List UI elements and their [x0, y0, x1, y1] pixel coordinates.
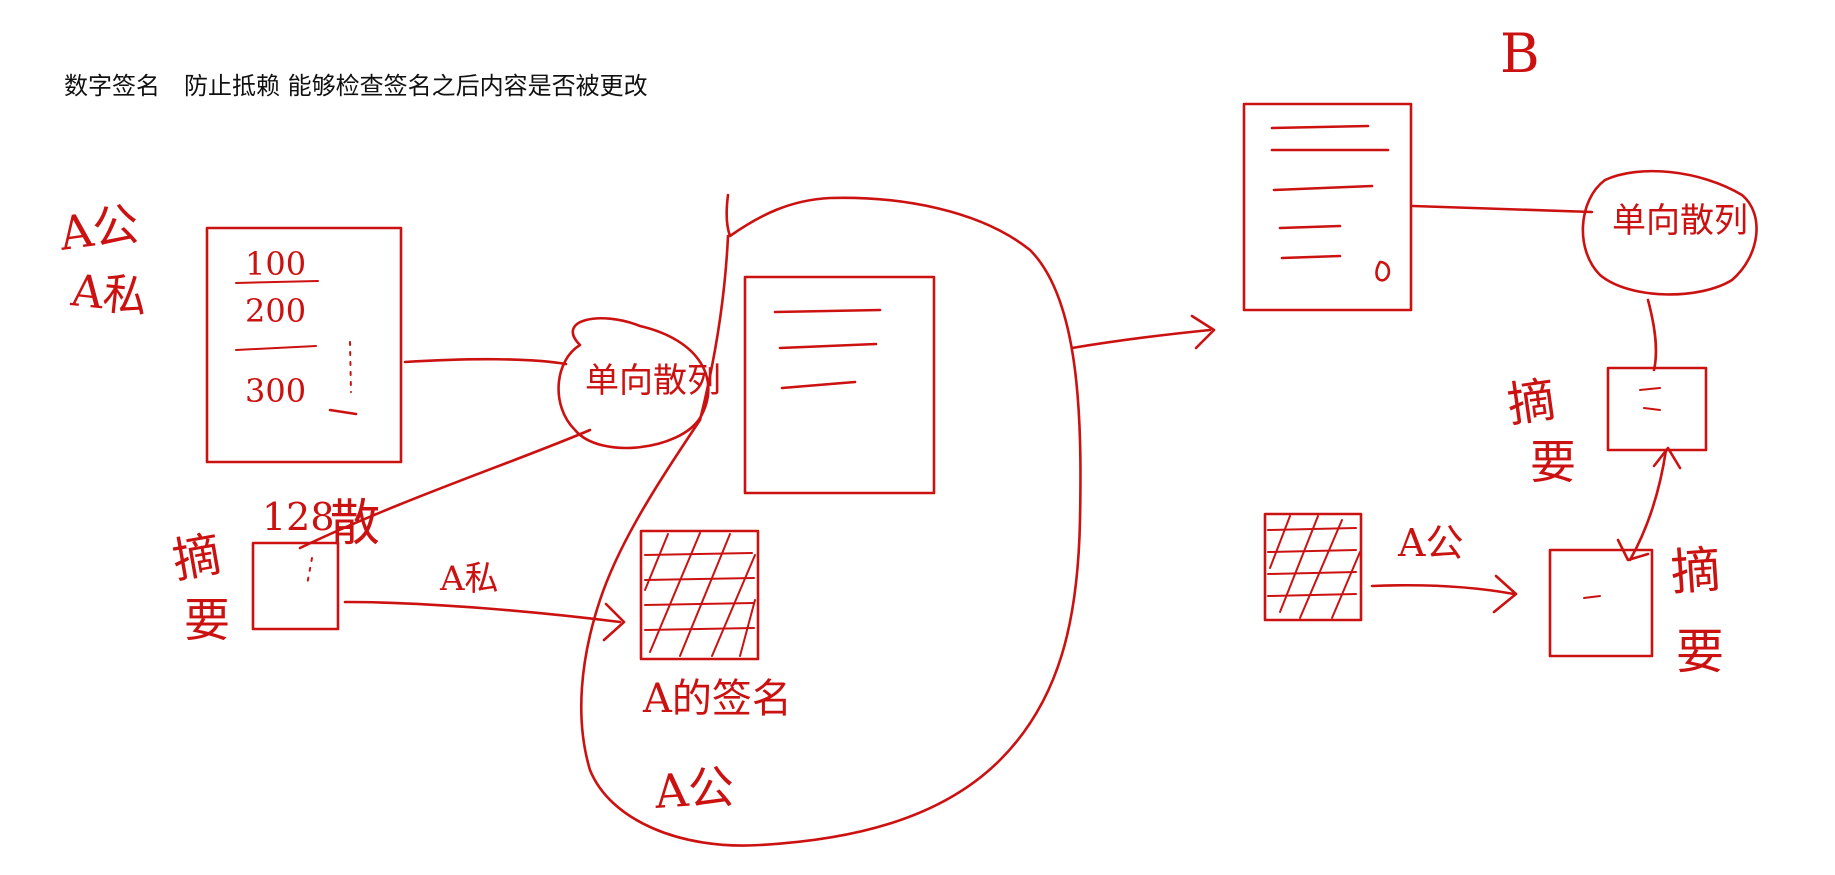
digest-right-top-label-2: 要 [1530, 435, 1576, 489]
a-public-arrowhead [1492, 574, 1518, 614]
digest-box-right-top [1606, 366, 1708, 452]
heading-text: 数字签名 防止抵赖 能够检查签名之后内容是否被更改 [64, 72, 648, 100]
a-private-arrowhead [602, 602, 626, 642]
hash-to-digest-line [298, 428, 592, 550]
received-doc-to-hash-line [1411, 204, 1594, 214]
doc-dot-mark [328, 408, 358, 416]
a-signature-label: A的签名 [642, 676, 792, 722]
signature-box-right-hatching [1267, 515, 1361, 619]
document-copy-box [743, 275, 936, 495]
digest-label-left-1: 摘 [168, 526, 225, 589]
doc-value-2: 200 [245, 292, 306, 330]
a-public-key-bottom-label: A公 [652, 760, 736, 819]
a-public-key-top-label: A公 [55, 196, 142, 261]
digest-label-left-2: 要 [184, 593, 230, 647]
hash-bits-label: 128 [262, 495, 335, 539]
hash-label-right: 单向散列 [1612, 201, 1748, 241]
signature-box [639, 529, 760, 661]
a-public-arrow [1370, 583, 1516, 596]
a-private-arrow [343, 600, 622, 624]
received-doc-line-5 [1280, 254, 1342, 260]
doc-underline-1 [235, 280, 319, 284]
doc-dots [349, 341, 352, 393]
received-doc-line-4 [1278, 224, 1342, 230]
compare-arrow [1628, 448, 1668, 562]
hash-to-digest-right-line [1646, 298, 1658, 372]
digest-box-right-top-mark [1639, 387, 1661, 411]
received-document-box [1242, 102, 1413, 312]
signed-package-blob [580, 193, 1082, 847]
b-party-label: B [1500, 22, 1540, 85]
send-arrowhead [1190, 314, 1216, 350]
received-doc-blot [1375, 260, 1391, 282]
doc-value-1: 100 [245, 245, 306, 283]
signature-hatching [644, 532, 756, 657]
digest-box-right-bottom [1548, 548, 1654, 658]
signature-box-right [1263, 512, 1363, 622]
digest-box-left [251, 541, 340, 631]
a-private-arrow-label: A私 [439, 559, 499, 599]
hash-label-left-text: 单向散列 [585, 361, 721, 401]
digest-box-left-dots [306, 557, 313, 586]
send-arrow [1070, 328, 1212, 350]
digest-right-bottom-label-2: 要 [1676, 624, 1724, 680]
a-public-arrow-label: A公 [1397, 521, 1463, 565]
doc-to-hash-line [403, 357, 568, 366]
digest-right-bottom-label-1: 摘 [1669, 541, 1723, 602]
document-copy-line-2 [778, 342, 878, 350]
doc-value-3: 300 [245, 372, 306, 410]
received-doc-line-3 [1272, 184, 1374, 192]
received-doc-line-1 [1270, 124, 1370, 130]
compare-arrowhead-down [1616, 538, 1650, 562]
original-document-box [205, 226, 403, 464]
hash-circle-right [1581, 169, 1758, 296]
compare-arrowhead-up [1652, 446, 1682, 470]
hash-label-left: 单向散列 [585, 361, 721, 401]
doc-underline-2 [235, 345, 317, 351]
digest-right-top-label-1: 摘 [1504, 372, 1559, 434]
digest-box-right-bottom-mark [1583, 595, 1601, 599]
document-copy-line-1 [773, 308, 882, 314]
a-private-key-top-label: A私 [68, 265, 150, 324]
document-copy-line-3 [780, 380, 857, 390]
